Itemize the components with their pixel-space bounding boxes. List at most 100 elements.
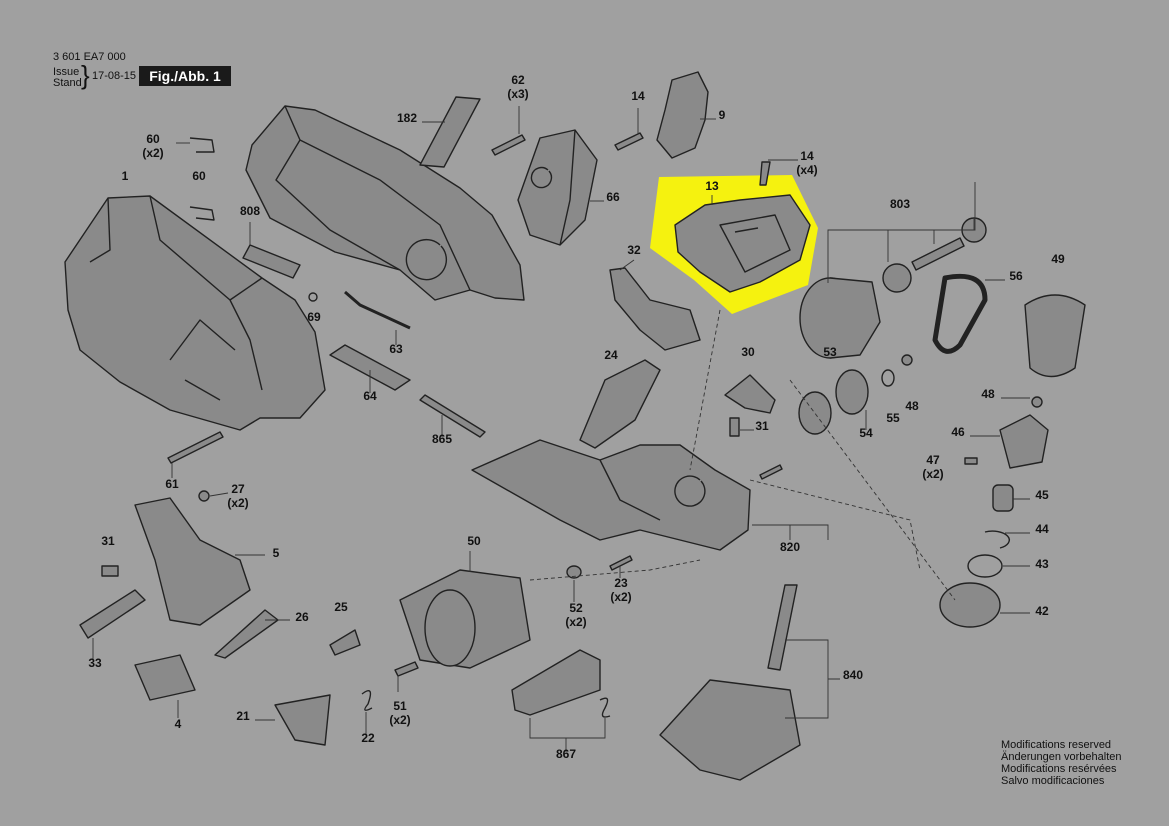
part-housing-182-detail [275,105,471,291]
callout-label-c865: 865 [432,432,452,446]
callout-qty-c14b: (x4) [796,163,817,177]
issue-date: 17-08-15 [92,70,137,82]
part-bracket-32 [609,267,701,351]
leader-803 [827,182,976,283]
callout-label-c9: 9 [719,108,726,122]
leader-dashed-1 [689,309,721,471]
part-cover-66 [517,129,598,246]
part-pin-23 [609,555,633,571]
part-spring-31b [101,565,119,577]
part-screw-27 [198,490,210,502]
callout-label-c24: 24 [604,348,618,362]
part-washer-43 [967,554,1003,578]
callout-label-c14b: 14 [800,149,814,163]
callout-label-c64: 64 [363,389,377,403]
callout-label-c13: 13 [705,179,719,193]
part-label-182 [419,96,481,168]
leader-32 [619,259,635,271]
note-fr: Modifications resérvées [1001,763,1117,775]
part-cover-49 [1024,294,1086,378]
callout-label-c69: 69 [307,310,321,324]
callout-label-c31b: 31 [101,534,115,548]
callout-label-c54: 54 [859,426,873,440]
callout-qty-c60a: (x2) [142,146,163,160]
callout-label-c42: 42 [1035,604,1049,618]
callout-label-c53: 53 [823,345,837,359]
callout-label-c820: 820 [780,540,800,554]
callout-label-c32: 32 [627,243,641,257]
callout-label-c33: 33 [88,656,102,670]
leader-dashed-4 [529,559,701,581]
part-belt-56 [932,273,988,354]
callout-label-c31a: 31 [755,419,769,433]
part-shaft-803 [911,237,965,271]
callout-label-c14a: 14 [631,89,645,103]
part-screw-14a [614,132,644,151]
callout-label-c55: 55 [886,411,900,425]
callout-label-c52: 52 [569,601,583,615]
part-shield-24 [579,359,661,449]
callout-qty-c52: (x2) [565,615,586,629]
part-base-840 [659,679,801,781]
callout-label-c51: 51 [393,699,407,713]
part-screw-61 [167,431,224,464]
callout-label-c867: 867 [556,747,576,761]
part-grip-33 [79,589,146,639]
part-pin-47 [964,457,978,465]
part-strip-865 [419,394,486,438]
callout-label-c30: 30 [741,345,755,359]
part-cover-66-detail [530,129,576,246]
callout-label-c803: 803 [890,197,910,211]
part-spring-31a [729,417,740,437]
callout-label-c5: 5 [273,546,280,560]
brace-glyph: } [81,60,90,90]
part-screw-51 [394,661,419,677]
part-screw-48b [1031,396,1043,408]
leader-840 [785,639,840,719]
part-screw-48a [901,354,913,366]
part-gear-housing-820 [471,439,751,551]
part-spring-45 [992,484,1014,512]
callout-label-c840: 840 [843,668,863,682]
part-plate-21 [274,694,331,746]
part-pin-820 [759,464,783,480]
issue-label: Issue [53,66,80,78]
callout-label-c46: 46 [951,425,965,439]
callout-label-c63: 63 [389,342,403,356]
callout-label-c60b: 60 [192,169,206,183]
part-rail-64 [329,344,411,391]
part-clip-60b [189,206,215,221]
part-hex-key-63 [344,290,411,330]
callout-label-c43: 43 [1035,557,1049,571]
callout-label-c47: 47 [926,453,940,467]
callout-label-c1: 1 [122,169,129,183]
figure-label: Fig./Abb. 1 [139,66,231,86]
callout-label-c808: 808 [240,204,260,218]
note-es: Salvo modificaciones [1001,775,1105,787]
leader-27 [209,492,229,497]
leader-dashed-2 [789,379,956,601]
callout-label-c182: 182 [397,111,417,125]
part-washer-55 [881,369,895,387]
callout-label-c66: 66 [606,190,620,204]
part-pin-69 [308,292,318,302]
callout-label-c62: 62 [511,73,525,87]
part-plate-26 [214,609,279,659]
part-nut-42 [939,582,1001,628]
callout-label-c49: 49 [1051,252,1065,266]
part-screw-62 [491,134,526,156]
callout-label-c48a: 48 [981,387,995,401]
part-gear-housing-820-detail [599,459,706,521]
callout-label-c50: 50 [467,534,481,548]
callout-label-c45: 45 [1035,488,1049,502]
part-housing-1-detail [89,195,263,401]
callout-label-c21: 21 [236,709,250,723]
leader-820 [752,524,829,540]
leader-dashed-3 [749,479,921,571]
callout-qty-c51: (x2) [389,713,410,727]
part-spring-22 [361,690,373,711]
part-bracket-13-detail [719,214,791,273]
part-clip-867 [599,697,611,718]
